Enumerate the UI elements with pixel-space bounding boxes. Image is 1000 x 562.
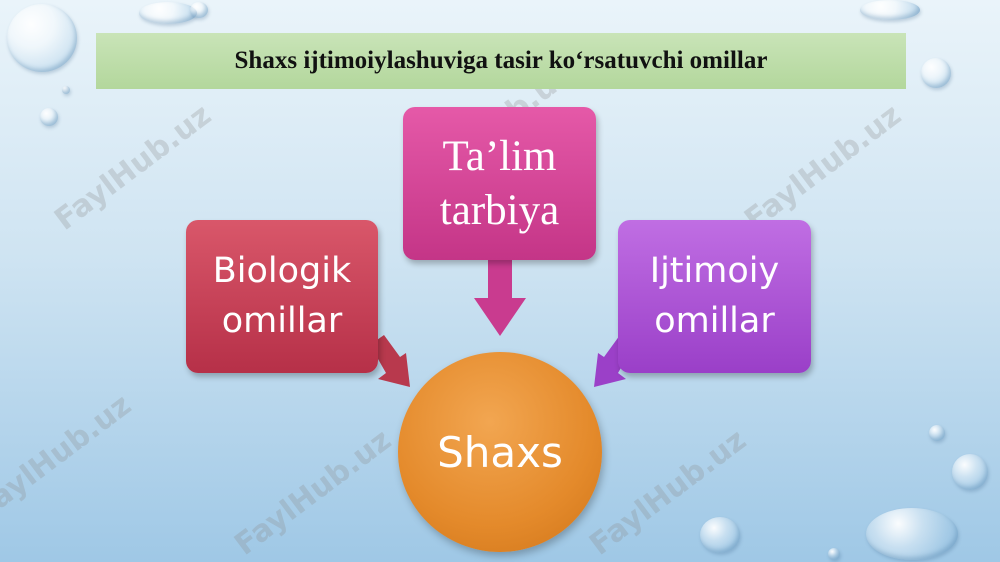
arrow-biologik-to-center xyxy=(370,335,410,387)
node-ijtimoiy-line1: Ijtimoiy xyxy=(649,250,780,291)
title-bar: Shaxs ijtimoiylashuviga tasir ko‘rsatuvc… xyxy=(96,33,906,89)
node-talim-tarbiya: Ta’lim tarbiya xyxy=(403,107,596,260)
watermark: FaylHub.uz xyxy=(48,97,218,238)
water-drop xyxy=(190,2,208,18)
water-drop xyxy=(952,454,988,490)
node-talim-line2: tarbiya xyxy=(439,186,560,234)
node-ijtimoiy-line2: omillar xyxy=(654,300,775,341)
water-drop xyxy=(139,2,197,24)
node-biologik-omillar: Biologik omillar xyxy=(186,220,378,373)
water-drop xyxy=(860,0,920,20)
watermark: FaylHub.uz xyxy=(0,387,138,528)
node-ijtimoiy-omillar: Ijtimoiy omillar xyxy=(618,220,811,373)
water-drop xyxy=(828,548,840,560)
node-biologik-line2: omillar xyxy=(221,300,343,341)
water-drop xyxy=(7,4,77,72)
watermark: FaylHub.uz xyxy=(228,422,398,562)
water-drop xyxy=(700,517,740,553)
water-drop xyxy=(921,58,951,88)
water-drop xyxy=(866,508,958,560)
node-talim-line1: Ta’lim xyxy=(442,132,557,180)
node-shaxs: Shaxs xyxy=(398,352,602,552)
page-title: Shaxs ijtimoiylashuviga tasir ko‘rsatuvc… xyxy=(234,47,768,74)
node-biologik-line1: Biologik xyxy=(212,250,352,291)
node-shaxs-label: Shaxs xyxy=(437,427,563,477)
watermark: FaylHub.uz xyxy=(738,97,908,238)
water-drop xyxy=(62,86,70,94)
water-drop xyxy=(929,425,945,441)
water-drop xyxy=(40,108,58,126)
arrow-talim-to-center xyxy=(474,258,526,336)
